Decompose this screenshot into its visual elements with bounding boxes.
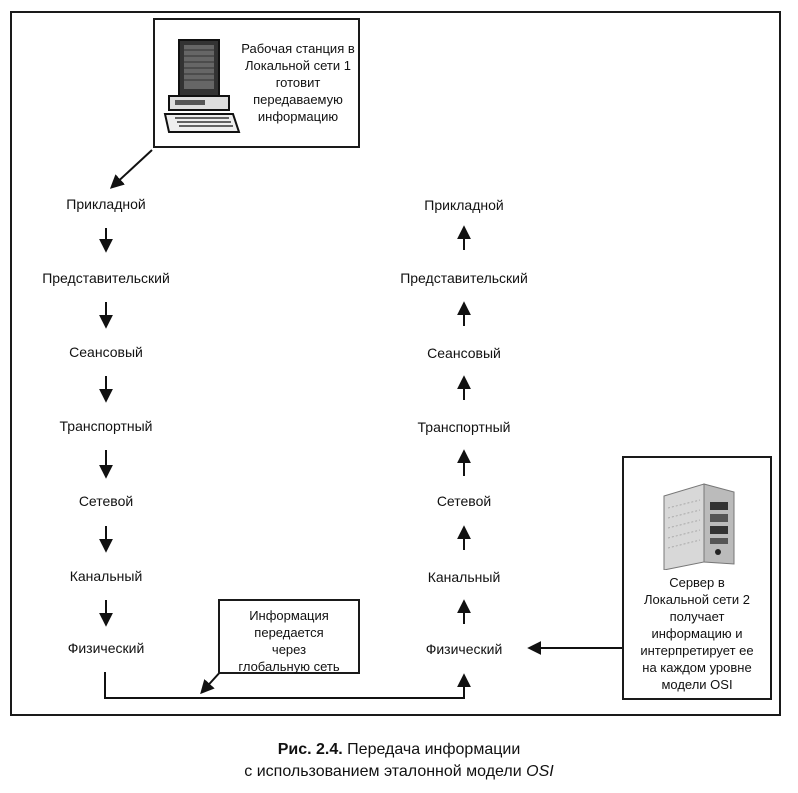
wan-path — [104, 672, 471, 699]
wan-box: Информация передается через глобальную с… — [218, 599, 360, 674]
left-layer-network: Сетевой — [78, 493, 134, 509]
figure-caption-line1: Передача информации — [347, 741, 521, 758]
server-text-line: модели OSI — [661, 677, 733, 692]
computer-workstation-icon — [163, 39, 241, 133]
workstation-box: Рабочая станция в Локальной сети 1 готов… — [153, 18, 360, 148]
server-tower-icon — [663, 483, 735, 570]
server-text-line: Сервер в — [669, 575, 725, 590]
workstation-text-line: передаваемую — [253, 92, 343, 107]
server-text-line: Локальной сети 2 — [644, 592, 750, 607]
right-layer-session: Сеансовый — [427, 345, 501, 361]
server-text-line: получает — [669, 609, 725, 624]
right-layer-transport: Транспортный — [417, 419, 511, 435]
wan-text-line: через — [271, 642, 307, 657]
left-layer-session: Сеансовый — [69, 344, 143, 360]
left-layer-datalink: Канальный — [69, 568, 143, 584]
arrow-workstation-to-stack — [109, 149, 153, 189]
workstation-text-line: информацию — [257, 109, 339, 124]
figure-caption: Рис. 2.4. Передача информации — [0, 740, 798, 760]
figure-caption-second-line: с использованием эталонной модели OSI — [0, 762, 798, 782]
right-layer-network: Сетевой — [436, 493, 492, 509]
left-layer-transport: Транспортный — [59, 418, 153, 434]
server-text-line: информацию и — [651, 626, 743, 641]
wan-text-line: глобальную сеть — [238, 659, 340, 674]
workstation-text-line: Локальной сети 1 — [245, 58, 351, 73]
left-layer-physical: Физический — [67, 640, 145, 656]
figure-caption-label: Рис. 2.4. — [277, 741, 343, 758]
wan-text-line: передается — [254, 625, 324, 640]
left-layer-application: Прикладной — [66, 196, 146, 212]
wan-text-line: Информация — [249, 608, 329, 623]
figure-caption-line2-suffix: OSI — [526, 763, 554, 780]
left-layer-presentation: Представительский — [42, 270, 170, 286]
server-box: Сервер в Локальной сети 2 получает инфор… — [622, 456, 772, 700]
server-text-line: на каждом уровне — [642, 660, 752, 675]
right-layer-presentation: Представительский — [400, 270, 528, 286]
figure-frame — [10, 11, 781, 716]
right-layer-physical: Физический — [425, 641, 503, 657]
workstation-text-line: готовит — [275, 75, 321, 90]
server-text-line: интерпретирует ее — [640, 643, 754, 658]
figure-caption-line2-prefix: с использованием эталонной модели — [244, 763, 522, 780]
right-layer-datalink: Канальный — [427, 569, 501, 585]
right-layer-application: Прикладной — [424, 197, 504, 213]
workstation-text-line: Рабочая станция в — [241, 41, 355, 56]
